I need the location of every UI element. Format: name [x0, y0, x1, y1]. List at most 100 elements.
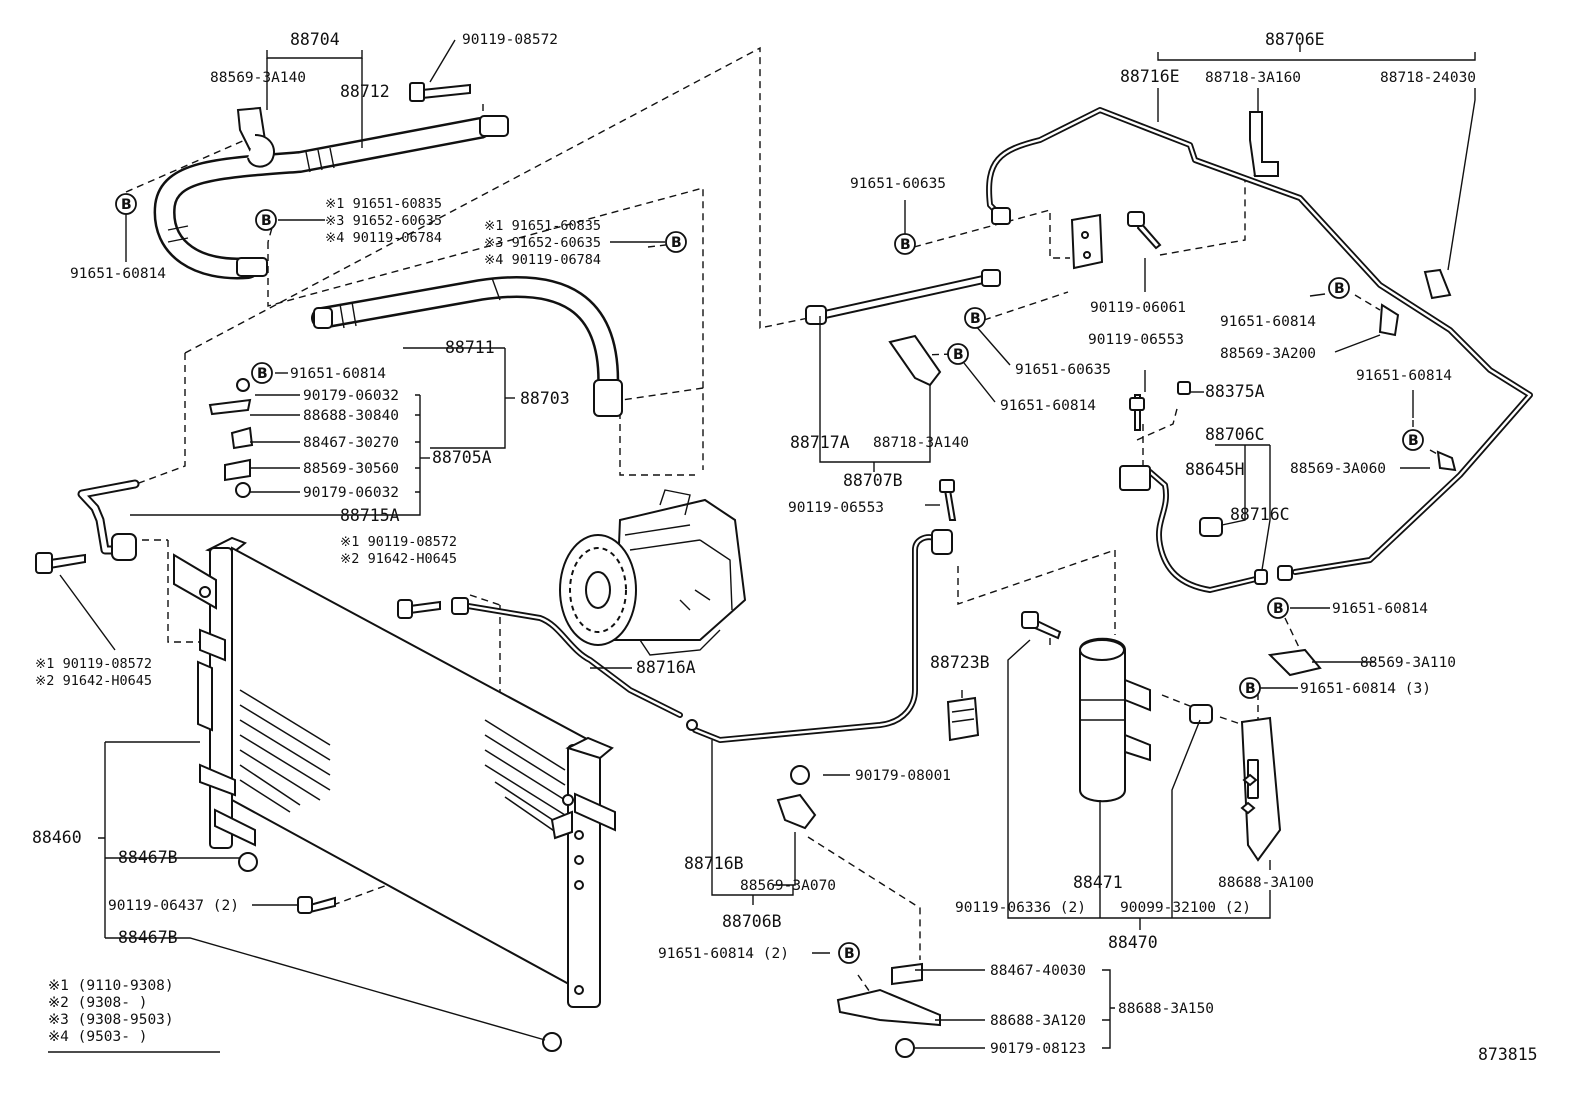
- b-marker: B: [964, 307, 986, 329]
- group-label-88470: 88470: [1108, 933, 1158, 952]
- b-marker: B: [251, 362, 273, 384]
- b-marker: B: [894, 233, 916, 255]
- part-label: 88716B: [684, 854, 744, 873]
- legend-item: ※3 (9308-9503): [48, 1012, 174, 1028]
- part-label: 88688-3A100: [1218, 875, 1314, 891]
- part-label: 90119-08572: [462, 32, 558, 48]
- small-hardware: [35, 82, 1457, 1058]
- part-label: 88716E: [1120, 67, 1180, 86]
- group-label-88706E: 88706E: [1265, 30, 1325, 49]
- legend-item: ※4 (9503- ): [48, 1029, 147, 1045]
- svg-text:B: B: [844, 946, 855, 962]
- note-label: ※3 91652-60635: [325, 213, 442, 229]
- part-label: 90099-32100 (2): [1120, 900, 1251, 916]
- note-label: ※4 90119-06784: [325, 230, 442, 246]
- svg-text:B: B: [257, 366, 268, 382]
- part-label: 91651-60814 (3): [1300, 681, 1431, 697]
- b-marker: B: [1328, 277, 1350, 299]
- legend-item: ※1 (9110-9308): [48, 978, 174, 994]
- condenser-fins: [239, 689, 566, 836]
- svg-text:B: B: [1273, 601, 1284, 617]
- b-marker: B: [255, 209, 277, 231]
- liquid-tube-88716B: [686, 529, 953, 743]
- note-label: ※1 91651-60835: [325, 196, 442, 212]
- part-label: 88467B: [118, 848, 178, 867]
- condenser: [173, 536, 616, 1008]
- leader-lines: [48, 39, 1476, 1053]
- group-label-88706C: 88706C: [1205, 425, 1265, 444]
- suction-tube-88715A: [77, 479, 140, 561]
- part-label: 90179-08123: [990, 1041, 1086, 1057]
- part-label: 88375A: [1205, 382, 1265, 401]
- part-label: 90179-06032: [303, 388, 399, 404]
- part-label: 91651-60814 (2): [658, 946, 789, 962]
- svg-text:B: B: [953, 347, 964, 363]
- part-label: 88569-3A140: [210, 70, 306, 86]
- b-marker: B: [115, 193, 137, 215]
- note-label: ※2 91642-H0645: [35, 673, 152, 689]
- part-label: 88569-3A110: [1360, 655, 1456, 671]
- svg-text:B: B: [261, 213, 272, 229]
- part-label: 88569-30560: [303, 461, 399, 477]
- part-label: 90119-06553: [1088, 332, 1184, 348]
- svg-text:B: B: [1334, 281, 1345, 297]
- group-label-88704: 88704: [290, 30, 340, 49]
- note-label: ※4 90119-06784: [484, 252, 601, 268]
- part-label: 88688-3A120: [990, 1013, 1086, 1029]
- part-label: 90119-06437 (2): [108, 898, 239, 914]
- svg-text:B: B: [1408, 433, 1419, 449]
- part-label: 91651-60814: [1000, 398, 1096, 414]
- part-label: 90179-08001: [855, 768, 951, 784]
- part-label: 88718-24030: [1380, 70, 1476, 86]
- svg-text:B: B: [1245, 681, 1256, 697]
- note-label: ※1 90119-08572: [340, 534, 457, 550]
- b-marker: B: [665, 231, 687, 253]
- compressor: [559, 489, 747, 656]
- tube-88716E: [986, 107, 1533, 581]
- part-label: 88471: [1073, 873, 1123, 892]
- svg-text:B: B: [671, 235, 682, 251]
- part-label: 88467-40030: [990, 963, 1086, 979]
- part-label: 91651-60814: [1332, 601, 1428, 617]
- svg-text:B: B: [121, 197, 132, 213]
- b-callout-markers: B B B B B B B B B B B B: [115, 193, 1424, 964]
- part-label: 88717A: [790, 433, 850, 452]
- group-label-88707B: 88707B: [843, 471, 903, 490]
- b-marker: B: [1267, 597, 1289, 619]
- part-label: 90119-06061: [1090, 300, 1186, 316]
- legend-item: ※2 (9308- ): [48, 995, 147, 1011]
- part-label: 91651-60635: [1015, 362, 1111, 378]
- part-label: 88467B: [118, 928, 178, 947]
- part-label: 90179-06032: [303, 485, 399, 501]
- svg-text:B: B: [900, 237, 911, 253]
- note-label: ※1 91651-60835: [484, 218, 601, 234]
- note-label: ※1 90119-08572: [35, 656, 152, 672]
- group-label-88705A: 88705A: [432, 448, 492, 467]
- b-marker: B: [947, 343, 969, 365]
- suction-hose-88711: [311, 276, 623, 417]
- part-labels: 88704 88569-3A140 88712 90119-08572 9165…: [32, 30, 1476, 1057]
- group-label-88460: 88460: [32, 828, 82, 847]
- part-label: 91651-60814: [290, 366, 386, 382]
- part-label: 88718-3A140: [873, 435, 969, 451]
- discharge-hose-88712: [153, 115, 509, 280]
- part-label: 91651-60814: [1356, 368, 1452, 384]
- part-label: 88569-3A070: [740, 878, 836, 894]
- b-marker: B: [1402, 429, 1424, 451]
- part-label: 88711: [445, 338, 495, 357]
- part-label: 88688-30840: [303, 408, 399, 424]
- group-label-88703: 88703: [520, 389, 570, 408]
- part-label: 88715A: [340, 506, 400, 525]
- note-label: ※3 91652-60635: [484, 235, 601, 251]
- svg-text:B: B: [970, 311, 981, 327]
- part-label: 88569-3A060: [1290, 461, 1386, 477]
- note-label: ※2 91642-H0645: [340, 551, 457, 567]
- diagram-id: 873815: [1478, 1045, 1538, 1064]
- part-label: 91651-60635: [850, 176, 946, 192]
- part-label: 88712: [340, 82, 390, 101]
- part-label: 91651-60814: [1220, 314, 1316, 330]
- part-label: 88723B: [930, 653, 990, 672]
- tube-88717A: [805, 269, 1001, 325]
- legend: ※1 (9110-9308) ※2 (9308- ) ※3 (9308-9503…: [48, 978, 174, 1045]
